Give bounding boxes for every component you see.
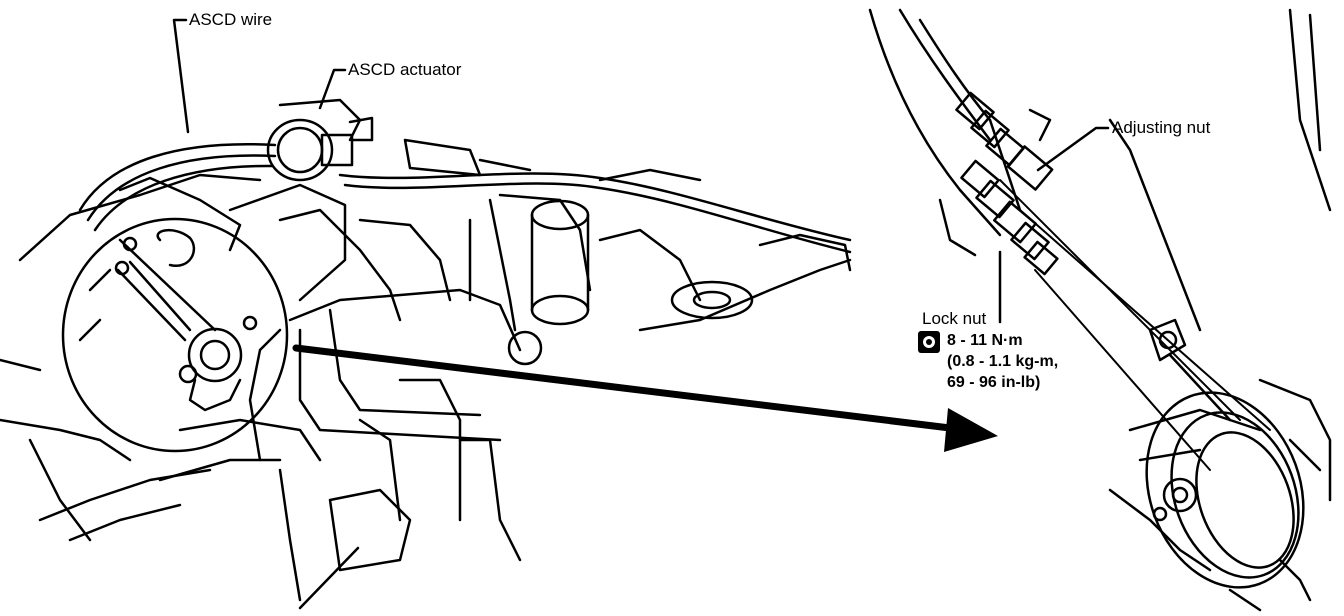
torque-wrench-icon xyxy=(918,331,940,353)
engine-block xyxy=(18,168,852,366)
ascd-wire xyxy=(78,143,852,254)
torque-line-2: (0.8 - 1.1 kg-m, xyxy=(947,353,1059,370)
pointer-arrow xyxy=(292,344,954,432)
torque-line-3: 69 - 96 in-lb) xyxy=(947,374,1041,391)
ascd-actuator xyxy=(266,98,532,182)
ascd-wire-label: ASCD wire xyxy=(189,10,273,29)
lock-nut-label: Lock nut xyxy=(922,309,987,328)
intake-manifold xyxy=(0,288,522,602)
arrow-head xyxy=(944,408,998,452)
ascd-actuator-label: ASCD actuator xyxy=(348,60,462,79)
throttle-drum xyxy=(1108,318,1332,612)
leader-lines xyxy=(172,18,1110,610)
torque-line-1: 8 - 11 N·m xyxy=(947,332,1023,349)
adjusting-nut-label: Adjusting nut xyxy=(1112,118,1211,137)
magnified-detail xyxy=(61,217,289,453)
cable-detail xyxy=(868,8,1332,471)
nut-assembly xyxy=(955,91,1059,276)
